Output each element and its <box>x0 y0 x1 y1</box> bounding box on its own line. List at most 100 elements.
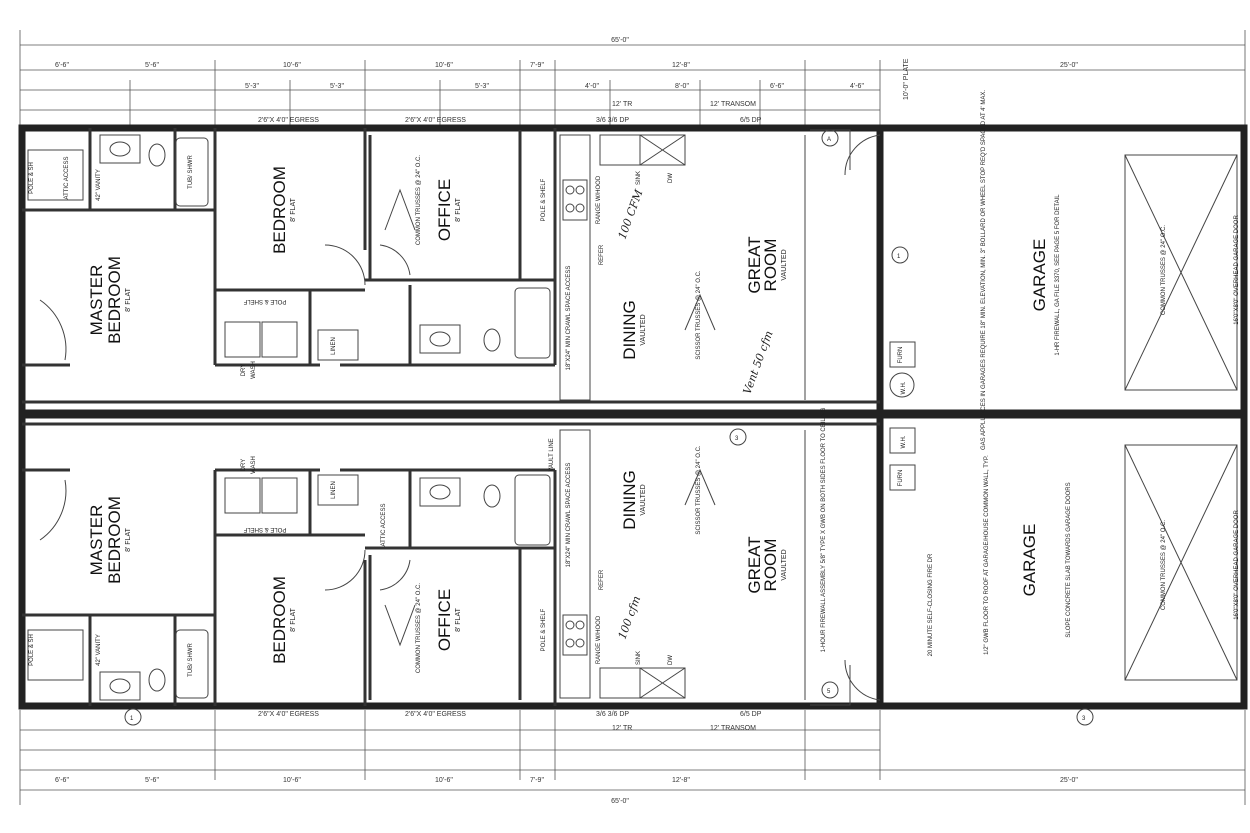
unit-a-dining-sub: VAULTED <box>640 314 647 345</box>
unit-b-sink: SINK <box>636 651 642 665</box>
unit-a-refer: REFER <box>599 244 605 265</box>
unit-b-garage: GARAGE <box>1020 524 1039 597</box>
unit-a-master-line1: MASTER <box>87 265 106 336</box>
section-mark-5: A <box>827 137 831 143</box>
exterior-walls <box>18 124 1248 710</box>
unit-b-office: OFFICE <box>435 589 454 651</box>
top-dimension-text: 65'-0" 6'-6" 5'-6" 10'-6" 10'-6" 7'-9" 1… <box>55 37 1078 124</box>
unit-b-refer: REFER <box>599 569 605 590</box>
section-mark-4: 3 <box>1082 716 1086 722</box>
top-dim-1: 6'-6" <box>55 62 69 69</box>
unit-a-garage-note: 1-HR FIREWALL, GA FILE 3370, SEE PAGE 5 … <box>1055 194 1061 356</box>
unit-b-pole-shelf-2: POLE & SHELF <box>541 608 547 651</box>
unit-b-great-line1: GREAT <box>745 536 764 593</box>
top-sub-4: 4'-0" <box>585 83 599 90</box>
unit-b-dining: DINING <box>620 470 639 530</box>
unit-a-office: OFFICE <box>435 179 454 241</box>
bottom-transom: 12' TRANSOM <box>710 725 756 732</box>
unit-a-great-sub: VAULTED <box>781 249 788 280</box>
unit-a-scissor: SCISSOR TRUSSES @ 24" O.C. <box>696 270 702 359</box>
unit-b-attic: ATTIC ACCESS <box>381 504 387 547</box>
unit-a-linen: LINEN <box>331 337 337 355</box>
bottom-dim-2: 5'-6" <box>145 777 159 784</box>
unit-a-gas-note: GAS APPLIANCES IN GARAGES REQUIRE 18" MI… <box>981 90 987 450</box>
top-dim-6: 12'-8" <box>672 62 690 69</box>
fixtures <box>27 129 1238 706</box>
unit-a-tub: TUB/ SHWR <box>188 155 194 189</box>
bottom-dim-3: 10'-6" <box>283 777 301 784</box>
bottom-overall-dim: 65'-0" <box>611 798 629 805</box>
unit-b-vault: VAULT LINE <box>549 438 555 471</box>
section-mark-3: 1 <box>130 716 134 722</box>
top-dim-2: 5'-6" <box>145 62 159 69</box>
bottom-dim-5: 7'-9" <box>530 777 544 784</box>
unit-a-wh: W.H. <box>901 381 907 394</box>
unit-a-interior-walls <box>22 128 806 400</box>
top-dim-7: 25'-0" <box>1060 62 1078 69</box>
top-dp: 3/6 3/6 DP <box>596 117 629 124</box>
section-markers <box>124 129 1094 726</box>
unit-a-master-line2: BEDROOM <box>105 256 124 344</box>
unit-b-dining-sub: VAULTED <box>640 484 647 515</box>
unit-b-wash: WASH <box>251 456 257 474</box>
unit-a-bedroom: BEDROOM <box>270 166 289 254</box>
unit-b-gwb: 1/2" GWB FLOOR TO ROOF AT GARAGE/HOUSE C… <box>984 455 990 655</box>
unit-b-bedroom-sub: 8' FLAT <box>290 607 297 631</box>
top-transom: 12' TRANSOM <box>710 101 756 108</box>
top-dim-4: 10'-6" <box>435 62 453 69</box>
unit-a-great-line1: GREAT <box>745 236 764 293</box>
unit-b-firedr: 20 MINUTE SELF-CLOSING FIRE DR <box>928 553 934 656</box>
bottom-dp: 3/6 3/6 DP <box>596 711 629 718</box>
unit-b-wh: W.H. <box>901 435 907 448</box>
top-sub-6: 6'-6" <box>770 83 784 90</box>
unit-a-great-line2: ROOM <box>761 239 780 292</box>
top-dim-5: 7'-9" <box>530 62 544 69</box>
unit-a-sink: SINK <box>636 171 642 185</box>
unit-a-vanity: 42" VANITY <box>96 169 102 201</box>
section-mark-labels: 1 3 1 3 A 5 <box>130 137 1086 722</box>
bottom-dp2: 6/5 DP <box>740 711 762 718</box>
unit-a-pole: POLE & SH <box>29 162 35 194</box>
unit-b-interior-walls <box>22 430 806 706</box>
unit-b-garage-truss: COMMON TRUSSES @ 24" O.C. <box>1161 520 1167 610</box>
bottom-dimension-lines <box>19 710 1246 805</box>
unit-b-firewall: 1-HOUR FIREWALL ASSEMBLY 5/8" TYPE X GWB… <box>821 407 827 652</box>
unit-b-great-line2: ROOM <box>761 539 780 592</box>
unit-a-dry: DRY <box>241 364 247 377</box>
unit-a-range: RANGE W/HOOD <box>596 175 602 224</box>
unit-b-master-sub: 8' FLAT <box>125 527 132 551</box>
unit-b-dw: DW <box>668 655 674 665</box>
unit-b-scissor: SCISSOR TRUSSES @ 24" O.C. <box>696 445 702 534</box>
bottom-tr: 12' TR <box>612 725 632 732</box>
unit-b-range: RANGE W/HOOD <box>596 615 602 664</box>
top-sub-2: 5'-3" <box>330 83 344 90</box>
unit-b-pole: POLE & SH <box>29 634 35 666</box>
top-dim-3: 10'-6" <box>283 62 301 69</box>
section-mark-6: 5 <box>827 689 831 695</box>
unit-b-furn: FURN <box>898 470 904 487</box>
unit-b-bedroom: BEDROOM <box>270 576 289 664</box>
unit-a-master-sub: 8' FLAT <box>125 287 132 311</box>
unit-a-pole-shelf-2: POLE & SHELF <box>541 178 547 221</box>
unit-a-vent-hand: Vent 50 cfm <box>741 329 776 396</box>
top-sub-1: 5'-3" <box>245 83 259 90</box>
unit-a-labels: MASTER BEDROOM 8' FLAT BEDROOM 8' FLAT O… <box>29 90 1240 450</box>
bottom-egress-1: 2'6"X 4'0" EGRESS <box>258 711 319 718</box>
bottom-dim-7: 25'-0" <box>1060 777 1078 784</box>
top-dp2: 6/5 DP <box>740 117 762 124</box>
unit-b-garage-door: 16'0"X8'0" OVERHEAD GARAGE DOOR <box>1234 510 1240 620</box>
unit-b-office-sub: 8' FLAT <box>455 607 462 631</box>
unit-a-wash: WASH <box>251 361 257 379</box>
bottom-dim-6: 12'-8" <box>672 777 690 784</box>
unit-b-master-line1: MASTER <box>87 505 106 576</box>
unit-a-garage-truss: COMMON TRUSSES @ 24" O.C. <box>1161 225 1167 315</box>
unit-a-attic: ATTIC ACCESS <box>64 157 70 200</box>
unit-a-dining: DINING <box>620 300 639 360</box>
unit-b-great-sub: VAULTED <box>781 549 788 580</box>
top-sub-3: 5'-3" <box>475 83 489 90</box>
unit-a-cfm-hand: 100 CFM <box>616 187 646 241</box>
top-egress-2: 2'6"X 4'0" EGRESS <box>405 117 466 124</box>
top-egress-1: 2'6"X 4'0" EGRESS <box>258 117 319 124</box>
unit-b-office-truss: COMMON TRUSSES @ 24" O.C. <box>416 583 422 673</box>
